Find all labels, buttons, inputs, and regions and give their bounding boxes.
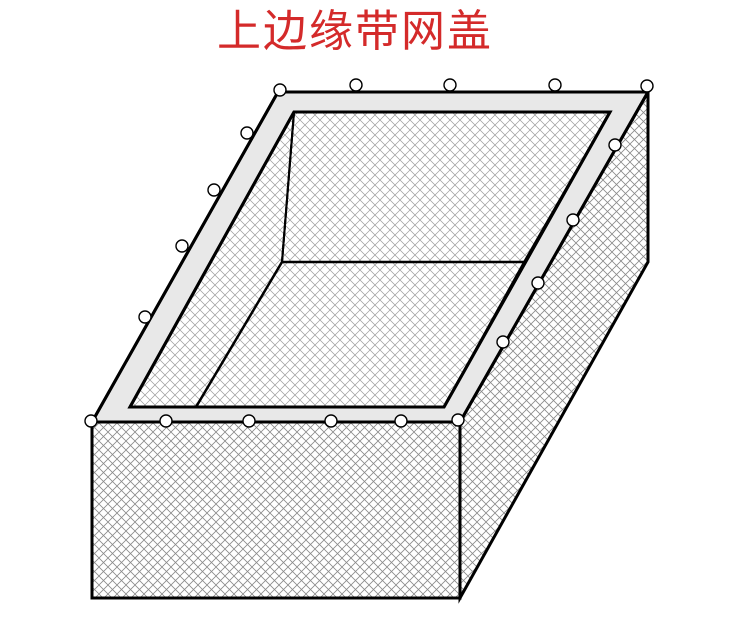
ring	[451, 413, 465, 427]
ring	[531, 276, 545, 290]
inner-corner-edge	[281, 111, 295, 263]
inner-floor-left-edge	[194, 261, 284, 408]
ring	[349, 78, 363, 92]
ring	[240, 126, 254, 140]
front-mesh-face	[90, 420, 462, 600]
ring	[159, 414, 173, 428]
ring	[175, 239, 189, 253]
ring	[273, 83, 287, 97]
ring	[548, 78, 562, 92]
ring	[640, 79, 654, 93]
ring	[84, 414, 98, 428]
ring	[496, 335, 510, 349]
diagram-title: 上边缘带网盖	[217, 6, 493, 57]
ring	[566, 213, 580, 227]
rim-rings	[84, 78, 654, 428]
ring	[138, 310, 152, 324]
ring	[242, 414, 256, 428]
ring	[394, 414, 408, 428]
rim-inner-edge	[127, 110, 613, 409]
ring	[443, 78, 457, 92]
ring	[207, 183, 221, 197]
ring	[608, 138, 622, 152]
ring	[324, 414, 338, 428]
